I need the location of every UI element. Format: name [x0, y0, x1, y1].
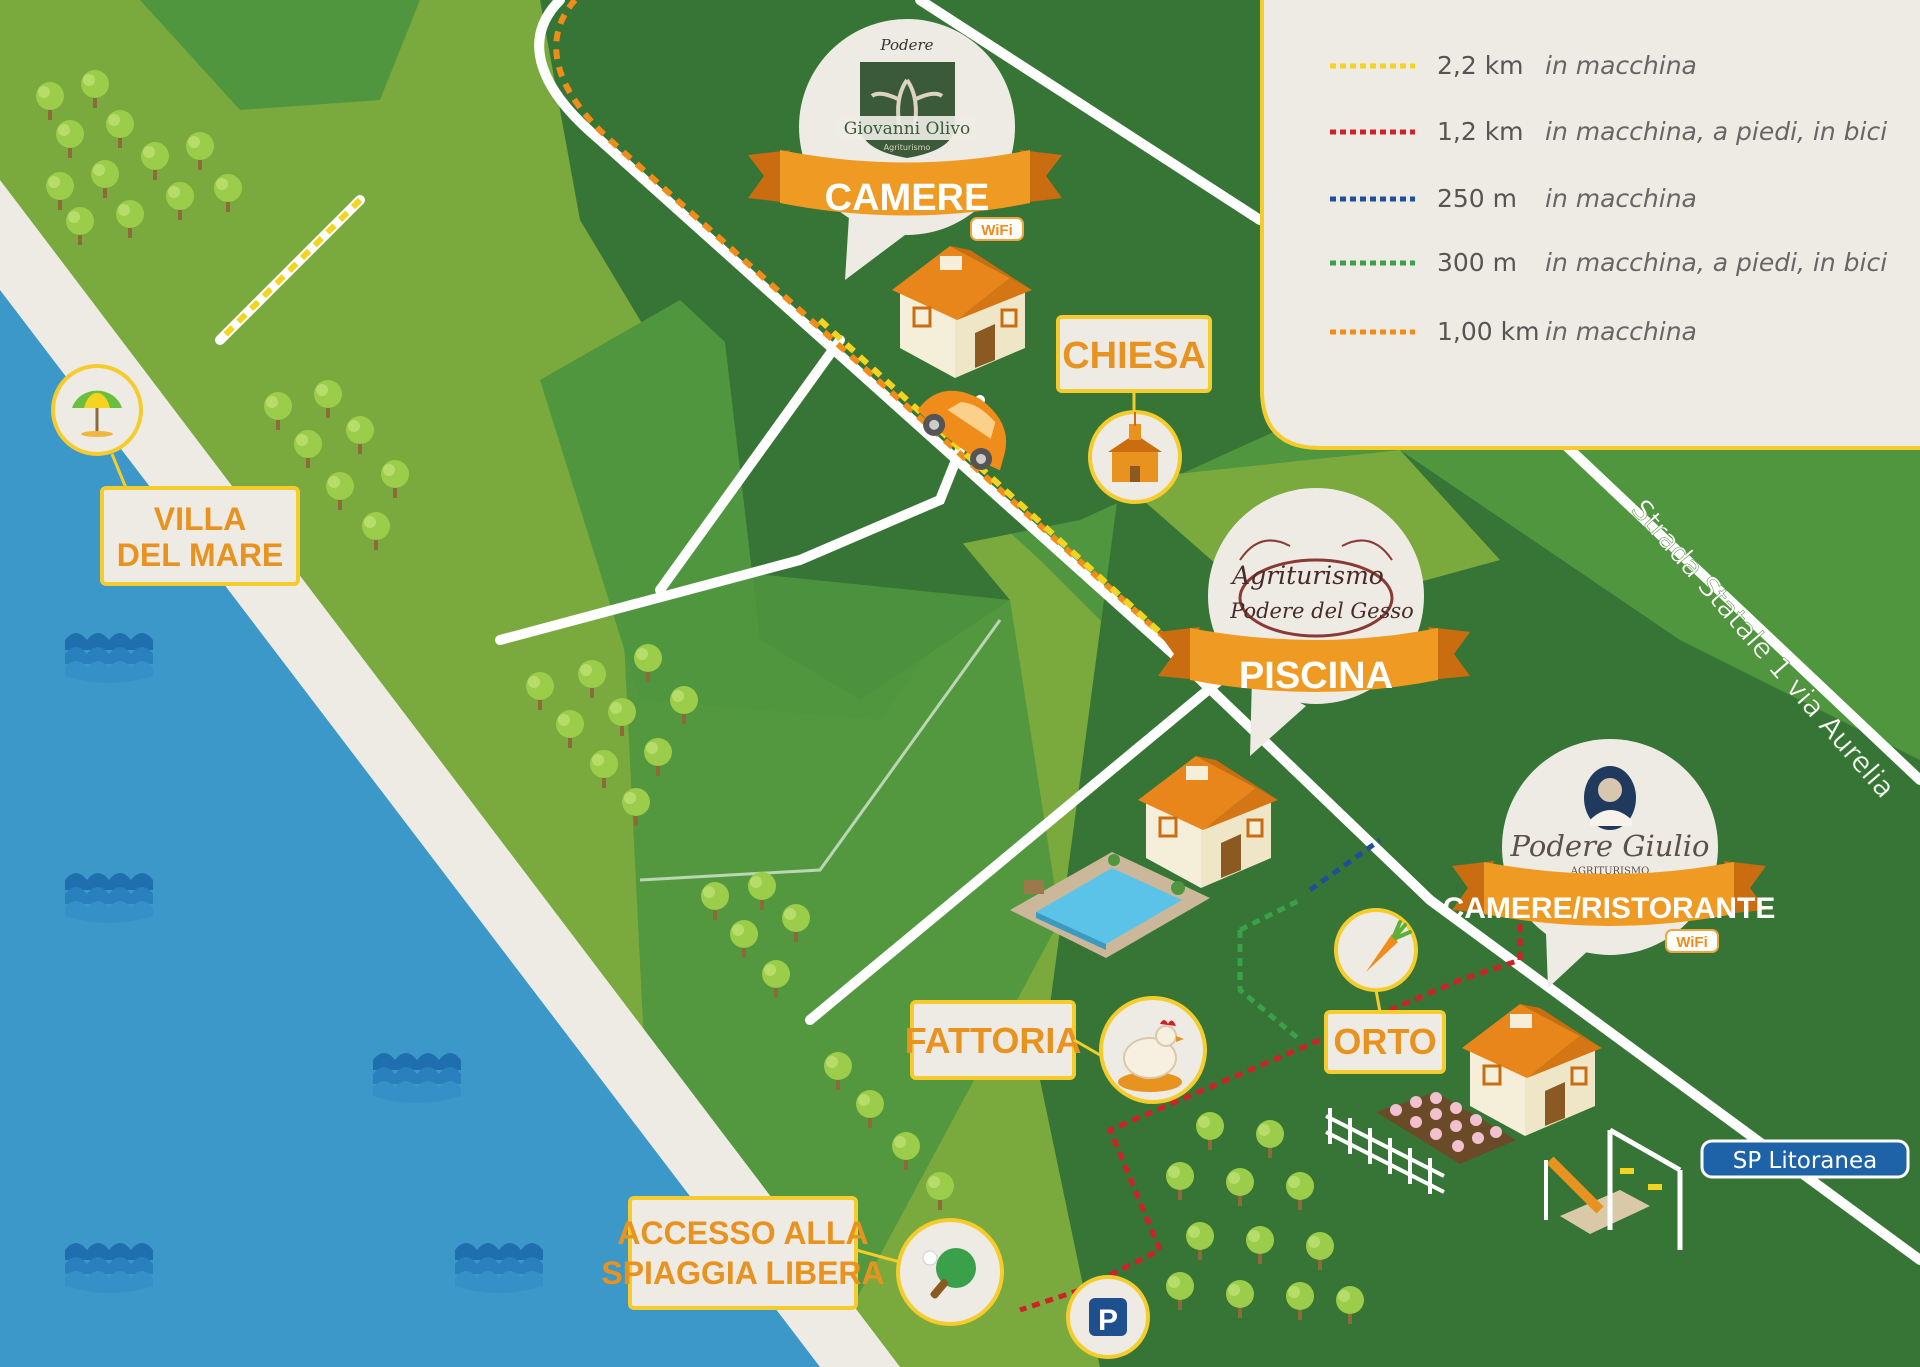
podere-giulio[interactable]: Podere Giulio AGRITURISMO CAMERE/RISTORA… [1443, 739, 1776, 988]
chiesa-label: CHIESA [1062, 335, 1206, 377]
orto[interactable]: ORTO [1324, 908, 1446, 1074]
legend-panel: 2,2 km in macchina 1,2 km in macchina, a pi… [1260, 0, 1920, 450]
sea-wave [65, 633, 153, 683]
olivo-logo-top: Podere [879, 36, 933, 54]
giulio-logo-portrait-icon [1584, 766, 1636, 830]
swimming-pool-icon [1010, 852, 1210, 958]
ping-pong-paddle-icon [922, 1248, 976, 1299]
giulio-logo-name: Podere Giulio [1510, 829, 1710, 863]
legend-row: 250 m in macchina [1330, 184, 1697, 213]
accesso-label-line1: ACCESSO ALLA [617, 1215, 868, 1251]
playground-icon [1544, 1127, 1683, 1250]
villa-label-line2: DEL MARE [117, 537, 284, 573]
fattoria-label: FATTORIA [905, 1020, 1082, 1061]
villa-label-line1: VILLA [154, 501, 246, 537]
legend-mode: in macchina [1545, 317, 1697, 346]
gesso-logo-line2: Podere del Gesso [1229, 599, 1414, 623]
sea-wave [373, 1053, 461, 1103]
legend-distance: 1,00 km [1437, 317, 1539, 346]
villa-del-mare[interactable]: VILLA DEL MARE [51, 364, 300, 586]
podere-giovanni-olivo[interactable]: Podere Giovanni Olivo Agriturismo CAMERE… [748, 19, 1062, 280]
legend-distance: 300 m [1437, 248, 1517, 277]
gesso-banner: PISCINA [1239, 655, 1393, 697]
gesso-logo-line1: Agriturismo [1230, 561, 1384, 590]
legend-row: 1,2 km in macchina, a piedi, in bici [1330, 117, 1887, 146]
olivo-logo-name: Giovanni Olivo [844, 119, 970, 139]
church-icon [1108, 412, 1162, 482]
gesso-logo-swirl-icon [1238, 558, 1394, 638]
legend-mode: in macchina [1545, 184, 1697, 213]
legend-mode: in macchina [1545, 51, 1697, 80]
chicken-icon [1118, 1020, 1184, 1092]
giulio-logo-sub: AGRITURISMO [1570, 866, 1650, 877]
olivo-logo-sub: Agriturismo [884, 143, 931, 152]
road-sign-litoranea: SP Litoranea [1700, 1139, 1910, 1179]
olivo-wifi-badge: WiFi [981, 222, 1013, 239]
road-sign-litoranea-text: SP Litoranea [1733, 1148, 1877, 1174]
parking-icon: P [1098, 1304, 1118, 1337]
legend-distance: 2,2 km [1437, 51, 1524, 80]
sea-wave [65, 873, 153, 923]
chiesa[interactable]: CHIESA [1056, 315, 1212, 504]
giulio-wifi-badge: WiFi [1676, 934, 1708, 951]
legend-distance: 250 m [1437, 184, 1517, 213]
sea-wave [65, 1243, 153, 1293]
legend-row: 300 m in macchina, a piedi, in bici [1330, 248, 1887, 277]
orto-label: ORTO [1333, 1021, 1436, 1062]
fattoria[interactable]: FATTORIA [905, 996, 1207, 1104]
legend-mode: in macchina, a piedi, in bici [1545, 117, 1887, 146]
giulio-banner: CAMERE/RISTORANTE [1443, 892, 1776, 925]
routes [217, 0, 1523, 1313]
accesso-label-line2: SPIAGGIA LIBERA [601, 1255, 884, 1291]
accesso-spiaggia-libera[interactable]: ACCESSO ALLA SPIAGGIA LIBERA [601, 1196, 1004, 1326]
car-icon [917, 390, 1007, 471]
parking[interactable]: P [1066, 1275, 1150, 1359]
legend-distance: 1,2 km [1437, 117, 1524, 146]
roads [215, 0, 1920, 1265]
legend-mode: in macchina, a piedi, in bici [1545, 248, 1887, 277]
legend-row: 2,2 km in macchina [1330, 51, 1697, 80]
fence-icon [1325, 1108, 1445, 1194]
sea-wave [455, 1243, 543, 1293]
carrot-icon [1366, 920, 1412, 972]
vegetable-garden-icon [1376, 1092, 1516, 1164]
podere-del-gesso[interactable]: Agriturismo Podere del Gesso PISCINA [1158, 488, 1470, 756]
olivo-banner: CAMERE [825, 177, 990, 219]
